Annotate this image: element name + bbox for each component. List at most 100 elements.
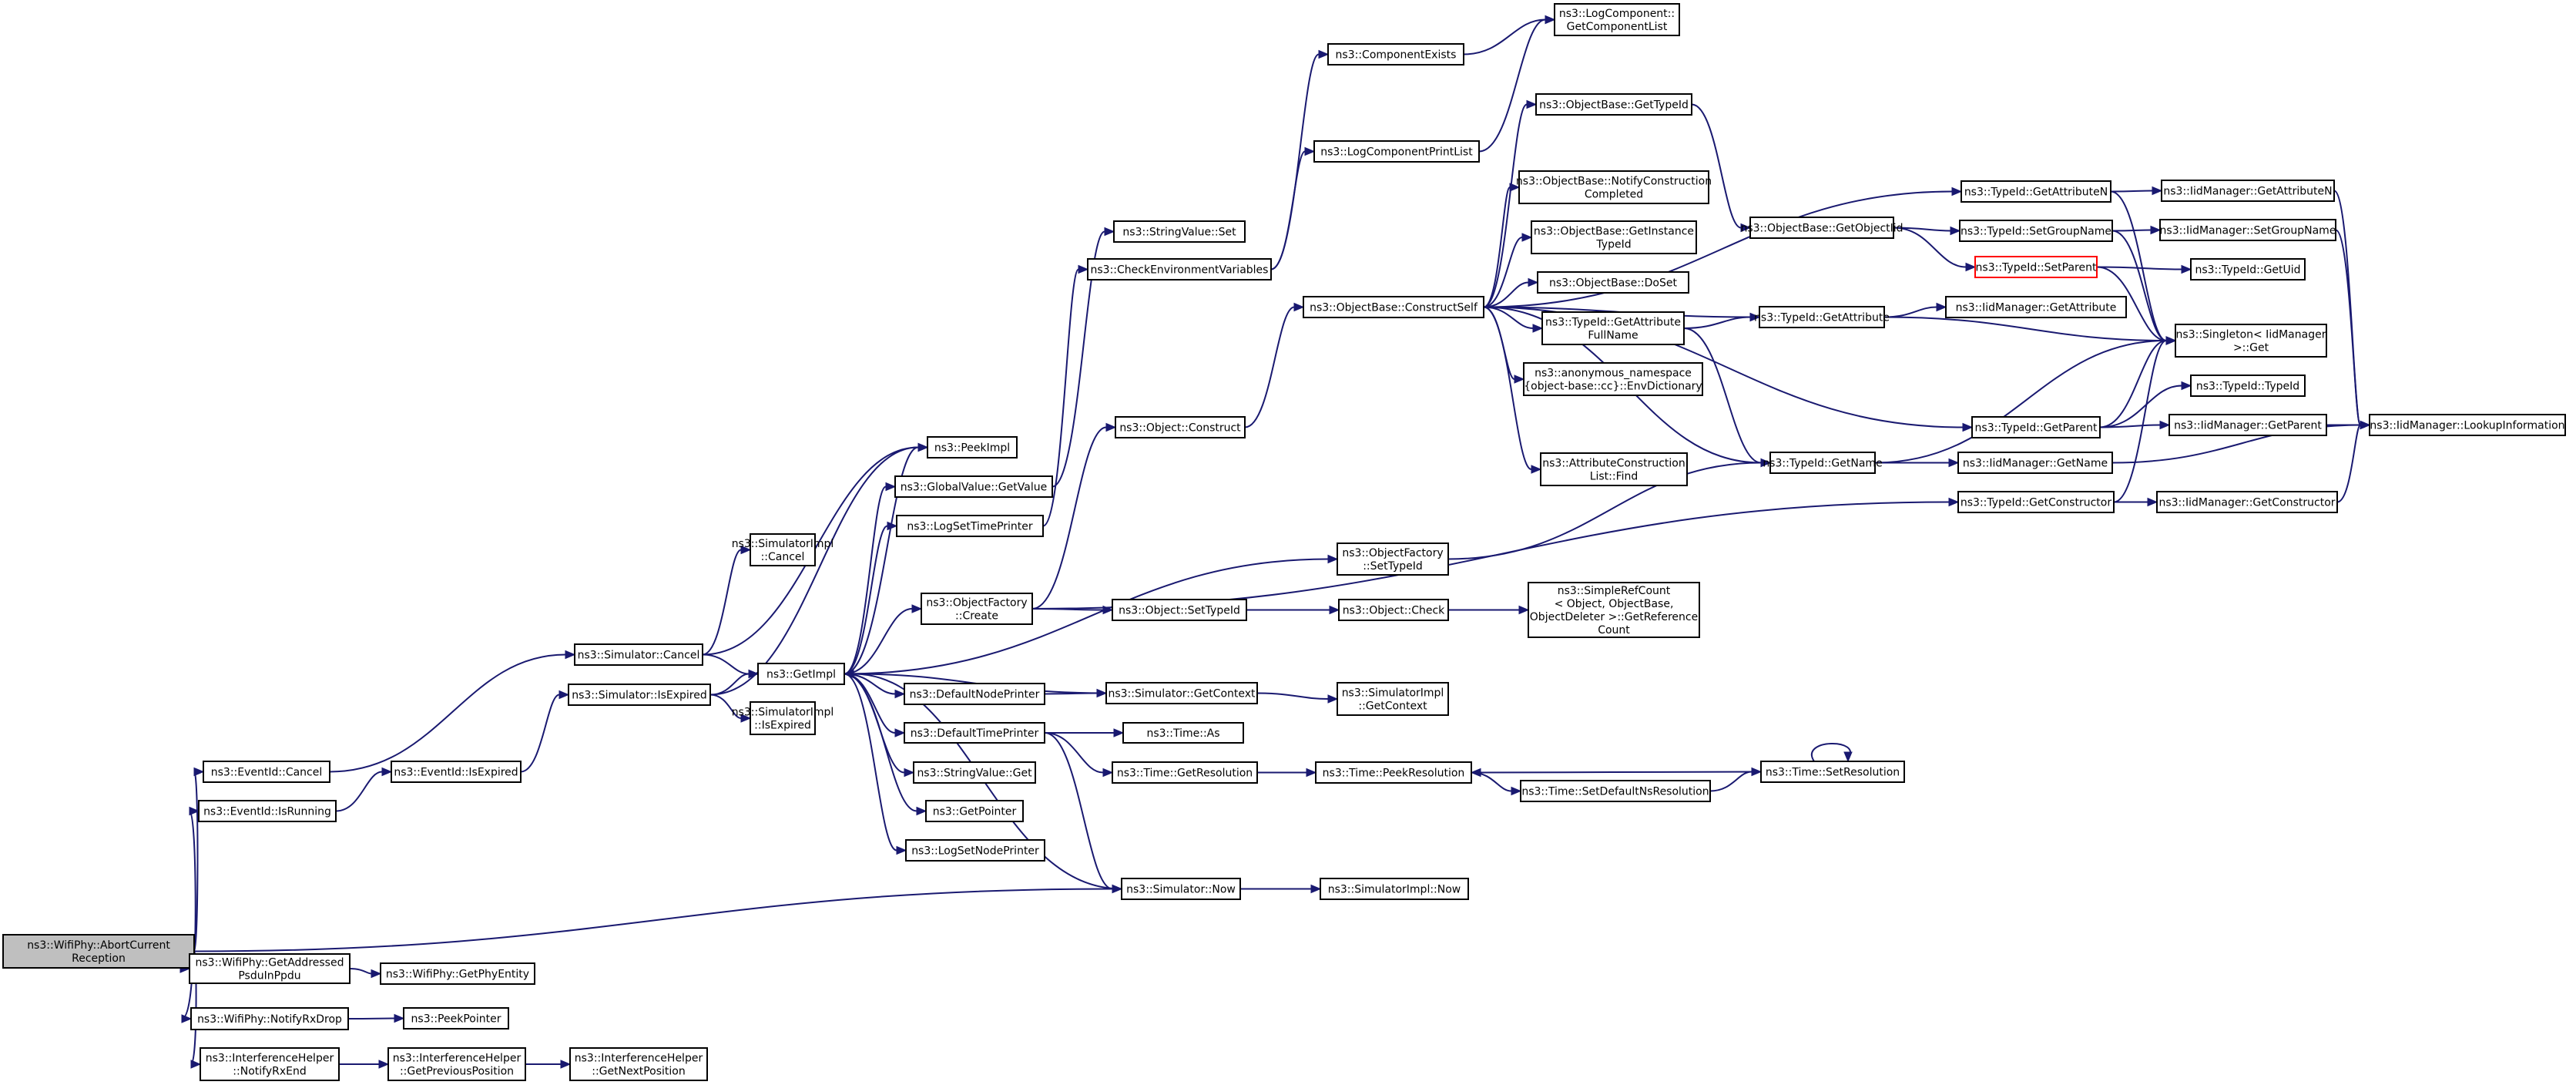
node-typeid-getattributen[interactable]: ns3::TypeId::GetAttributeN xyxy=(1961,180,2111,203)
node-box xyxy=(1320,878,1469,900)
node-typeid-getuid[interactable]: ns3::TypeId::GetUid xyxy=(2190,258,2306,280)
node-object-check[interactable]: ns3::Object::Check xyxy=(1338,599,1449,621)
node-label: ::SetTypeId xyxy=(1363,560,1423,573)
node-defaultnodeprinter[interactable]: ns3::DefaultNodePrinter xyxy=(904,683,1045,705)
node-wifiphy-notifyrxdrop[interactable]: ns3::WifiPhy::NotifyRxDrop xyxy=(190,1007,349,1030)
node-typeid-getname[interactable]: ns3::TypeId::GetName xyxy=(1763,452,1883,474)
node-simulatorimpl-getcontext[interactable]: ns3::SimulatorImpl::GetContext xyxy=(1337,682,1449,716)
node-objectbase-constructself[interactable]: ns3::ObjectBase::ConstructSelf xyxy=(1303,296,1484,318)
node-time-as[interactable]: ns3::Time::As xyxy=(1122,722,1244,744)
edge-arrowhead xyxy=(2181,264,2192,274)
node-logcomponentprintlist[interactable]: ns3::LogComponentPrintList xyxy=(1313,140,1480,163)
edge-getimpl-to-logsettimeprinter xyxy=(844,521,898,675)
node-objectbase-getobjectiid[interactable]: ns3::ObjectBase::GetObjectIid xyxy=(1740,217,1903,239)
node-label: ns3::SimulatorImpl xyxy=(732,538,834,550)
node-simulator-getcontext[interactable]: ns3::Simulator::GetContext xyxy=(1105,682,1258,704)
node-peekpointer[interactable]: ns3::PeekPointer xyxy=(403,1007,509,1030)
node-interference-getnextpos[interactable]: ns3::InterferenceHelper::GetNextPosition xyxy=(569,1047,708,1081)
node-stringvalue-set[interactable]: ns3::StringValue::Set xyxy=(1113,220,1246,243)
node-interference-notifyrxend[interactable]: ns3::InterferenceHelper::NotifyRxEnd xyxy=(200,1047,340,1081)
node-componentexists[interactable]: ns3::ComponentExists xyxy=(1327,43,1464,66)
node-iidmanager-setgroupname[interactable]: ns3::IidManager::SetGroupName xyxy=(2159,219,2336,241)
node-label: ns3::IidManager::GetAttribute xyxy=(1956,302,2117,314)
node-iidmanager-getattributen[interactable]: ns3::IidManager::GetAttributeN xyxy=(2161,180,2335,202)
node-simulatorimpl-cancel[interactable]: ns3::SimulatorImpl::Cancel xyxy=(732,533,834,566)
node-object-construct[interactable]: ns3::Object::Construct xyxy=(1115,416,1246,438)
node-simulator-isexpired[interactable]: ns3::Simulator::IsExpired xyxy=(568,684,711,706)
node-label: ns3::Time::PeekResolution xyxy=(1323,768,1465,780)
node-iidmanager-getparent[interactable]: ns3::IidManager::GetParent xyxy=(2168,414,2327,436)
node-typeid-getconstructor[interactable]: ns3::TypeId::GetConstructor xyxy=(1957,491,2115,513)
node-checkenvvars[interactable]: ns3::CheckEnvironmentVariables xyxy=(1087,258,1272,280)
node-typeid-typeid[interactable]: ns3::TypeId::TypeId xyxy=(2190,375,2306,397)
node-box xyxy=(894,475,1053,498)
node-label: ns3::anonymous_namespace xyxy=(1535,368,1692,380)
node-box xyxy=(896,515,1044,537)
node-getimpl[interactable]: ns3::GetImpl xyxy=(757,663,845,685)
node-label: ns3::TypeId::GetName xyxy=(1763,458,1882,470)
node-box xyxy=(2,934,195,969)
edge-arrowhead xyxy=(916,806,927,816)
node-simplerefcount[interactable]: ns3::SimpleRefCount< Object, ObjectBase,… xyxy=(1528,582,1700,638)
edge-getimpl-to-objectfactory_settypeid xyxy=(844,554,1339,675)
node-typeid-setgroupname[interactable]: ns3::TypeId::SetGroupName xyxy=(1959,220,2113,242)
node-simulatorimpl-isexpired[interactable]: ns3::SimulatorImpl::IsExpired xyxy=(732,701,834,735)
node-singleton-get[interactable]: ns3::Singleton< IidManager >::Get xyxy=(2175,324,2327,358)
edge-objectbase_constructself-to-objectbase_gettypeid xyxy=(1483,99,1538,308)
node-box xyxy=(1315,761,1472,784)
node-typeid-getparent[interactable]: ns3::TypeId::GetParent xyxy=(1971,416,2101,438)
node-logsettimeprinter[interactable]: ns3::LogSetTimePrinter xyxy=(896,515,1044,537)
edge-arrowhead xyxy=(887,521,898,531)
node-interference-getprevpos[interactable]: ns3::InterferenceHelper::GetPreviousPosi… xyxy=(387,1047,526,1081)
node-simulatorimpl-now[interactable]: ns3::SimulatorImpl::Now xyxy=(1320,878,1469,900)
node-getpointer[interactable]: ns3::GetPointer xyxy=(925,800,1024,822)
node-stringvalue-get[interactable]: ns3::StringValue::Get xyxy=(913,761,1036,784)
node-typeid-setparent[interactable]: ns3::TypeId::SetParent xyxy=(1974,256,2098,278)
edge-arrowhead xyxy=(1318,49,1330,59)
node-peekimpl[interactable]: ns3::PeekImpl xyxy=(927,436,1018,459)
node-iidmanager-getname[interactable]: ns3::IidManager::GetName xyxy=(1957,452,2113,474)
node-simulator-now[interactable]: ns3::Simulator::Now xyxy=(1121,878,1241,900)
node-anon-envdictionary[interactable]: ns3::anonymous_namespace{object-base::cc… xyxy=(1523,362,1703,396)
edge-arrowhead xyxy=(2159,420,2171,430)
node-time-setresolution[interactable]: ns3::Time::SetResolution xyxy=(1760,761,1905,783)
edge-typeid_getattributefullname-to-typeid_getname xyxy=(1683,328,1772,468)
node-time-peekresolution[interactable]: ns3::Time::PeekResolution xyxy=(1315,761,1472,784)
node-time-getresolution[interactable]: ns3::Time::GetResolution xyxy=(1112,761,1258,784)
node-objectbase-gettypeid[interactable]: ns3::ObjectBase::GetTypeId xyxy=(1535,93,1692,116)
node-box xyxy=(1112,599,1247,621)
node-objectbase-notifyconstruction[interactable]: ns3::ObjectBase::NotifyConstructionCompl… xyxy=(1516,170,1712,204)
node-logsetnodeprinter[interactable]: ns3::LogSetNodePrinter xyxy=(905,839,1045,862)
node-box xyxy=(757,663,845,685)
node-box xyxy=(1087,258,1272,280)
node-iidmanager-lookupinformation[interactable]: ns3::IidManager::LookupInformation xyxy=(2369,414,2566,436)
node-defaulttimeprinter[interactable]: ns3::DefaultTimePrinter xyxy=(904,722,1045,744)
node-logcomponent-getlist[interactable]: ns3::LogComponent::GetComponentList xyxy=(1554,3,1680,36)
node-iidmanager-getconstructor[interactable]: ns3::IidManager::GetConstructor xyxy=(2156,491,2338,513)
node-iidmanager-getattribute[interactable]: ns3::IidManager::GetAttribute xyxy=(1945,296,2127,318)
edge-arrowhead xyxy=(1327,694,1339,704)
node-objectfactory-settypeid[interactable]: ns3::ObjectFactory::SetTypeId xyxy=(1337,542,1449,576)
node-box xyxy=(569,1047,708,1081)
node-label: ns3::WifiPhy::AbortCurrent xyxy=(27,939,170,952)
node-eventid-isexpired[interactable]: ns3::EventId::IsExpired xyxy=(391,761,522,783)
node-time-setdefaultnsresolution[interactable]: ns3::Time::SetDefaultNsResolution xyxy=(1520,780,1711,802)
node-objectbase-doset[interactable]: ns3::ObjectBase::DoSet xyxy=(1537,271,1689,294)
node-simulator-cancel[interactable]: ns3::Simulator::Cancel xyxy=(574,643,703,666)
node-eventid-isrunning[interactable]: ns3::EventId::IsRunning xyxy=(198,800,337,822)
node-objectfactory-create[interactable]: ns3::ObjectFactory::Create xyxy=(921,593,1033,625)
node-typeid-getattribute[interactable]: ns3::TypeId::GetAttribute xyxy=(1754,306,1890,328)
node-eventid-cancel[interactable]: ns3::EventId::Cancel xyxy=(203,761,330,783)
node-box xyxy=(1749,217,1894,239)
node-label: ns3::EventId::Cancel xyxy=(211,767,323,779)
edge-getimpl-to-logsetnodeprinter xyxy=(844,673,907,855)
node-wifiphy-getphyentity[interactable]: ns3::WifiPhy::GetPhyEntity xyxy=(380,962,535,985)
node-object-settypeid[interactable]: ns3::Object::SetTypeId xyxy=(1112,599,1247,621)
node-globalvalue-getvalue[interactable]: ns3::GlobalValue::GetValue xyxy=(894,475,1053,498)
edge-logcomponentprintlist-to-logcomponent_getlist xyxy=(1478,15,1556,153)
